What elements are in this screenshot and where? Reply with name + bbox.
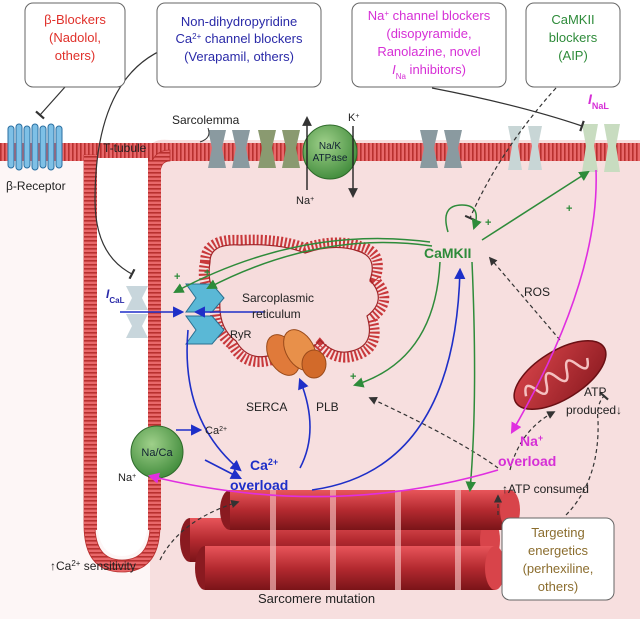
na-ca-label: Na/Ca [141, 447, 173, 459]
serca-pump [266, 329, 327, 379]
beta-blockers-line3: others) [55, 48, 95, 63]
camkii-label: CaMKII [424, 245, 471, 261]
plus-sign-auto: + [485, 217, 491, 229]
ca-overload-line2: overload [230, 477, 288, 493]
atp-consumed-label: ↑ATP consumed [502, 482, 589, 496]
ca-sensitivity-arrow [159, 499, 240, 561]
plus-sign-lcc: + [174, 271, 180, 283]
atp-produced-line2: produced↓ [566, 403, 622, 417]
sarcomere-mutation-label: Sarcomere mutation [258, 591, 375, 606]
atp-produced-line1: ATP [584, 385, 606, 399]
l-type-ca-channel [126, 286, 148, 338]
sarcolemma-label: Sarcolemma [172, 113, 240, 127]
na-blockers-line4: INa inhibitors) [392, 62, 466, 81]
t-tubule-wall-left [84, 155, 97, 530]
k-ion-label: K+ [348, 112, 359, 124]
energetics-line2: energetics [528, 543, 588, 558]
camkii-to-sarcomere-arrow [465, 261, 476, 493]
sr-inner-line [208, 244, 379, 359]
atp-produced-arrow [509, 411, 556, 471]
plus-sign-ryr: + [204, 267, 210, 279]
ryr-label: RyR [230, 329, 251, 341]
ndhp-blockers-line3: (Verapamil, others) [184, 49, 294, 64]
ca-overload-to-serca-arrow [298, 377, 311, 469]
t-tubule-label: T-tubule [103, 141, 147, 155]
ndhp-blocker-inhibition-line [94, 44, 176, 280]
camkii-blockers-line3: (AIP) [558, 48, 588, 63]
sarcolemma-pointer [199, 127, 210, 143]
na-ion-left-label: Na+ [118, 472, 136, 484]
beta-blocker-inhibition-line [35, 86, 66, 120]
camkii-to-inal-arrow [481, 170, 590, 241]
na-blocker-inhibition-line [431, 87, 585, 132]
ryanodine-receptor [185, 283, 225, 345]
plus-sign-inal: + [566, 203, 572, 215]
na-blockers-line3: Ranolazine, novel [377, 44, 480, 59]
camkii-blockers-line1: CaMKII [551, 12, 594, 27]
beta-receptor-label: β-Receptor [6, 179, 66, 193]
sarcomere-bundle [180, 490, 520, 590]
beta-blockers-box: β-Blockers (Nadolol, others) [24, 2, 126, 88]
ndhp-blockers-box: Non-dihydropyridine Ca2+ channel blocker… [156, 2, 322, 88]
ryr-to-ca-overload-arrow [186, 329, 242, 472]
ca-overload-line1: Ca2+ [250, 457, 278, 473]
inal-label: INaL [588, 91, 609, 111]
sr-label-line1: Sarcoplasmic [242, 291, 314, 305]
camkii-to-plb-arrow [352, 261, 441, 388]
na-k-atpase-line2: ATPase [313, 153, 348, 164]
energetics-line1: Targeting [531, 525, 584, 540]
ca-ion-label: Ca2+ [205, 425, 227, 437]
sarcoplasmic-reticulum [198, 234, 390, 368]
energetics-line4: others) [538, 579, 578, 594]
beta-blockers-line1: β-Blockers [44, 12, 106, 27]
serca-label: SERCA [246, 400, 287, 414]
inal-channel [582, 124, 620, 172]
plb-label: PLB [316, 400, 339, 414]
ndhp-blockers-line1: Non-dihydropyridine [181, 14, 297, 29]
na-channel-blockers-box: Na+ channel blockers (disopyramide, Rano… [351, 2, 507, 88]
na-ion-top-label: Na+ [296, 195, 314, 207]
camkii-blockers-line2: blockers [549, 30, 598, 45]
ca-to-ncx-arrow [204, 459, 242, 480]
na-k-atpase-pump [302, 124, 358, 180]
t-tubule-lumen-bottom [97, 517, 148, 556]
mitochondrion [513, 339, 607, 411]
ca-overload-to-camkii-arrow [311, 267, 466, 491]
na-blockers-line2: (disopyramide, [386, 26, 471, 41]
camkii-blockers-box: CaMKII blockers (AIP) [525, 2, 621, 88]
plus-sign-plb: + [350, 371, 356, 383]
inal-to-na-overload-arrow [510, 169, 597, 434]
beta-receptor-channel [7, 123, 63, 171]
ical-label: ICaL [106, 287, 125, 305]
beta-blockers-line2: (Nadolol, [49, 30, 101, 45]
camkii-to-ryr-arrow [206, 241, 433, 289]
na-overload-line1: Na+ [520, 433, 543, 449]
ndhp-blockers-line2: Ca2+ channel blockers [176, 31, 303, 46]
energetics-line3: (perhexiline, [523, 561, 594, 576]
na-overload-to-ncx-arrow [147, 469, 499, 498]
camkii-to-lcc-arrow [173, 237, 431, 293]
ion-channels-row [208, 124, 620, 172]
na-overload-line2: overload [498, 453, 556, 469]
ca-sensitivity-label: ↑Ca2+ sensitivity [50, 559, 136, 574]
na-blockers-line1: Na+ channel blockers [368, 8, 491, 23]
energetics-arrow [565, 391, 609, 516]
sr-label-line2: reticulum [252, 307, 301, 321]
ros-arrow [488, 256, 561, 341]
na-k-atpase-line1: Na/K [319, 141, 342, 152]
camkii-blocker-inhibition-line [464, 87, 557, 222]
targeting-energetics-box: Targeting energetics (perhexiline, other… [501, 517, 615, 601]
ros-label: ROS [524, 285, 550, 299]
camkii-autophosphorylation-arrow [445, 204, 482, 233]
